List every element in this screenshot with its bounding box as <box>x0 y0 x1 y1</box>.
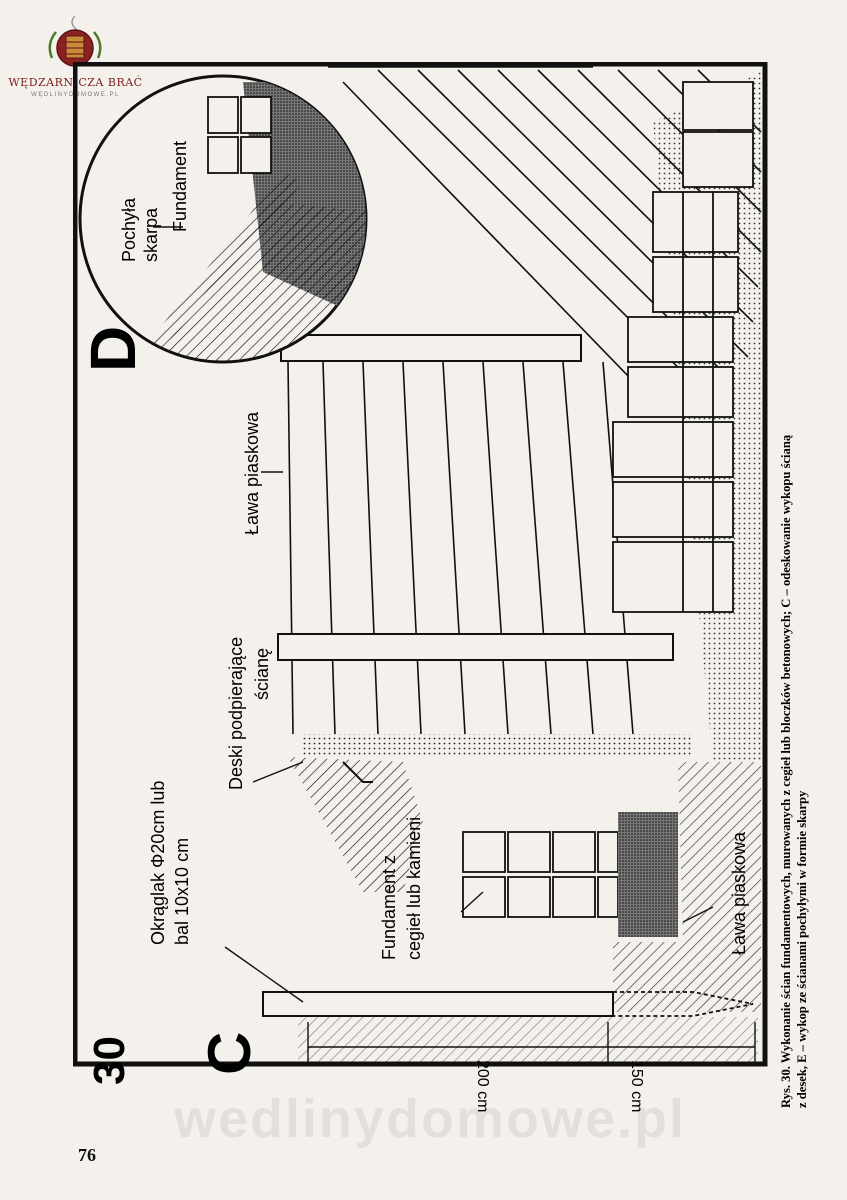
page-number: 76 <box>78 1145 96 1165</box>
label-fundament-c1: Fundament z <box>379 855 399 960</box>
label-bal: bal 10x10 cm <box>172 838 192 945</box>
panel-c-letter: C <box>196 1032 263 1075</box>
label-fundament-c2: cegieł lub kamieni <box>404 817 424 960</box>
label-okraglak: Okrąglak Φ20cm lub <box>148 781 168 945</box>
detail-circle <box>78 74 368 364</box>
dimension-150: 150 cm <box>628 1060 645 1112</box>
label-lawa-bottom: Ława piaskowa <box>729 831 749 955</box>
figure-number: 30 <box>85 1036 134 1085</box>
dimension-200: 200 cm <box>474 1060 491 1112</box>
watermark: wedlinydomowe.pl <box>173 1089 687 1149</box>
figure-30-drawing <box>73 62 768 1067</box>
figure-frame <box>73 62 768 1067</box>
label-pochyla: Pochyła <box>119 197 139 262</box>
panel-c-drawing <box>262 757 761 1062</box>
panel-d-letter: D <box>77 326 149 372</box>
caption-line-2: z desek, E – wykop ze ścianami pochyłymi… <box>795 790 809 1108</box>
smokehouse-logo-icon <box>48 15 102 67</box>
caption-line-1: Rys. 30. Wykonanie ścian fundamentowych,… <box>779 434 793 1108</box>
label-skarpa: skarpa <box>141 207 161 262</box>
label-fundament-d: Fundament <box>170 141 190 232</box>
label-deski-1: Deski podpierające <box>226 637 246 790</box>
panel-d-bricks <box>612 81 754 613</box>
label-deski-2: ścianę <box>252 648 272 700</box>
leader-lines <box>153 226 714 1003</box>
label-lawa-top: Ława piaskowa <box>242 411 262 535</box>
